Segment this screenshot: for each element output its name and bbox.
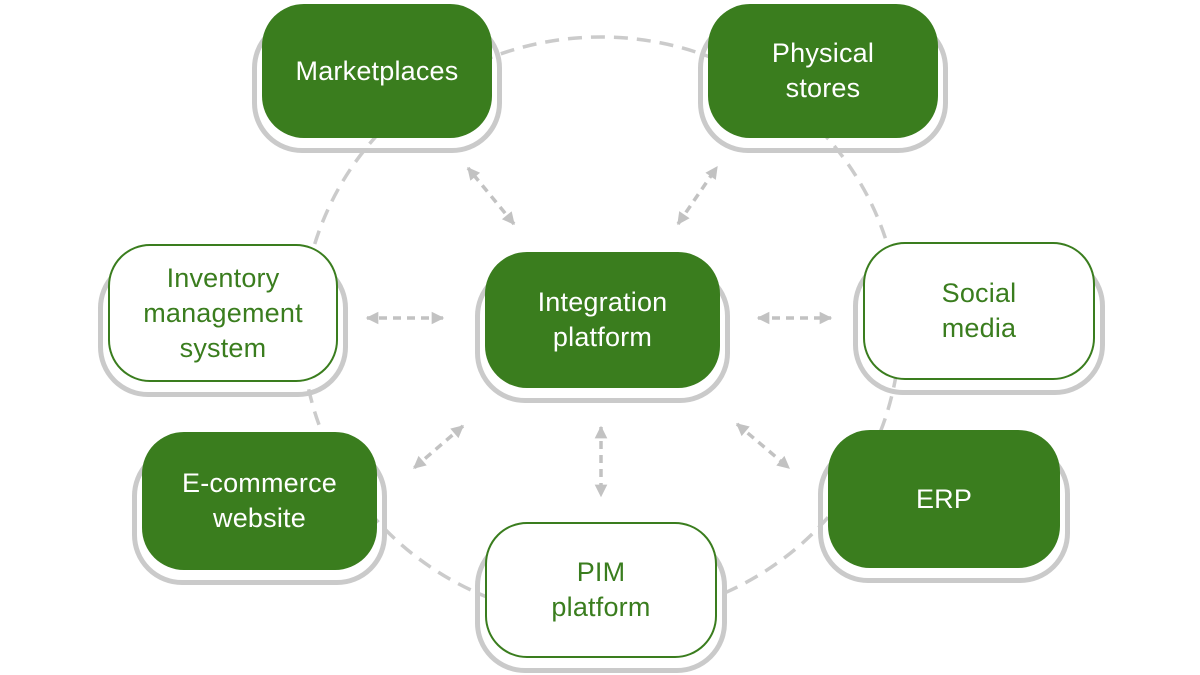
node-social-media: Social media <box>853 242 1105 395</box>
arrow-integration-physical-stores <box>676 165 719 226</box>
arrow-integration-ecommerce <box>412 424 465 470</box>
node-label: ERP <box>915 483 973 514</box>
node-physical-stores: Physical stores <box>698 4 948 153</box>
node-ecommerce-website: E-commerce website <box>132 432 387 585</box>
node-box: Social media <box>863 242 1095 380</box>
node-label: Marketplaces <box>295 55 459 86</box>
node-integration-platform: Integration platform <box>475 252 730 403</box>
node-erp: ERP <box>818 430 1070 583</box>
node-box: ERP <box>828 430 1060 568</box>
node-marketplaces: Marketplaces <box>252 4 502 153</box>
node-box: Marketplaces <box>262 4 492 138</box>
node-label: PIM platform <box>551 557 651 622</box>
arrow-integration-erp <box>735 422 791 470</box>
node-box: PIM platform <box>485 522 717 658</box>
node-box: Inventory management system <box>108 244 338 382</box>
node-label: E-commerce website <box>181 468 338 533</box>
node-box: Integration platform <box>485 252 720 388</box>
node-inventory-management: Inventory management system <box>98 244 348 397</box>
node-label: Social media <box>941 278 1017 343</box>
node-label: Inventory management system <box>143 262 303 363</box>
node-pim-platform: PIM platform <box>475 522 727 673</box>
node-label: Integration platform <box>537 287 668 352</box>
node-label: Physical stores <box>771 38 875 103</box>
node-box: E-commerce website <box>142 432 377 570</box>
arrow-integration-marketplaces <box>466 166 516 226</box>
node-box: Physical stores <box>708 4 938 138</box>
